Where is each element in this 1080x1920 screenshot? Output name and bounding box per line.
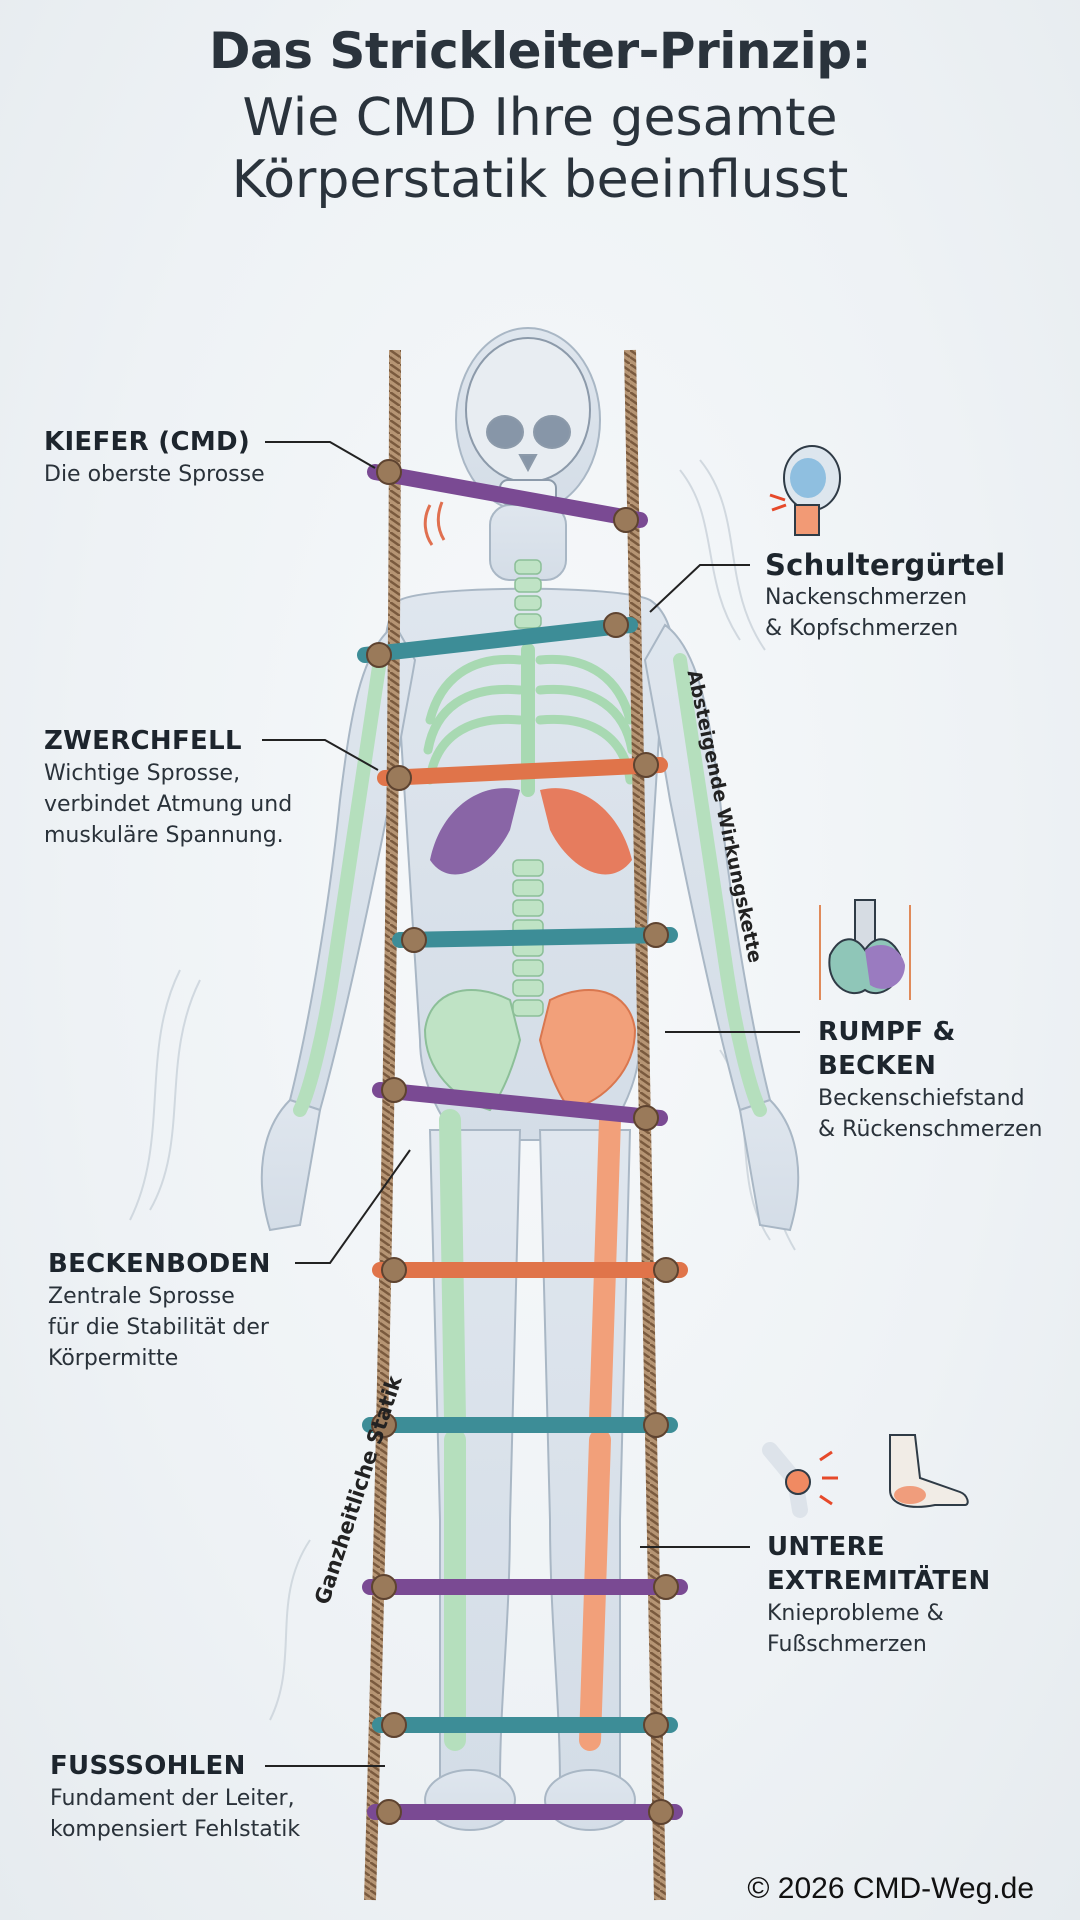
rope-knot-5-left xyxy=(381,1077,407,1103)
zwerchfell-description: Wichtige Sprosse, verbindet Atmung und m… xyxy=(44,761,293,848)
rope-knot-7-left xyxy=(371,1412,397,1438)
rope-knot-8-left xyxy=(371,1574,397,1600)
pelvis-spine-icon xyxy=(819,899,911,1000)
rope-knot-5-right xyxy=(633,1105,659,1131)
rope-knot-6-right xyxy=(653,1257,679,1283)
rope-knot-4-left xyxy=(401,927,427,953)
ladder-rung-5 xyxy=(372,1082,668,1126)
fusssohlen-heading: FUSSSOHLEN xyxy=(50,1751,246,1781)
beckenboden-heading: BECKENBODEN xyxy=(48,1249,271,1279)
title-line-3: Körperstatik beeinflusst xyxy=(231,150,849,210)
extremitaeten-description: Knieprobleme & Fußschmerzen xyxy=(767,1601,944,1657)
rumpf-description: Beckenschiefstand & Rückenschmerzen xyxy=(818,1086,1043,1142)
rope-knot-3-right xyxy=(633,752,659,778)
ladder-rungs xyxy=(357,459,688,1825)
skull xyxy=(465,337,591,505)
rope-knot-7-right xyxy=(643,1412,669,1438)
diaphragm-right xyxy=(540,788,632,875)
rope-knot-2-right xyxy=(603,612,629,638)
foot-pain-icon xyxy=(889,1434,969,1508)
title-line-1: Das Strickleiter-Prinzip: xyxy=(209,22,872,80)
fusssohlen-description: Fundament der Leiter, kompensiert Fehlst… xyxy=(50,1786,301,1842)
rope-knot-10-left xyxy=(376,1799,402,1825)
rope-knot-1-left xyxy=(376,459,402,485)
rumpf-heading: RUMPF & BECKEN xyxy=(818,1017,956,1081)
rope-knot-8-right xyxy=(653,1574,679,1600)
extremitaeten-heading: UNTERE EXTREMITÄTEN xyxy=(767,1532,991,1596)
label-fusssohlen: FUSSSOHLEN Fundament der Leiter, kompens… xyxy=(50,1749,300,1845)
rope-knot-9-right xyxy=(643,1712,669,1738)
label-untere-extremitaeten: UNTERE EXTREMITÄTEN Knieprobleme & Fußsc… xyxy=(767,1530,991,1660)
ladder-rung-1 xyxy=(367,464,648,528)
ladder-rung-4 xyxy=(392,927,678,948)
pelvis-left xyxy=(423,989,522,1112)
rope-knot-10-right xyxy=(648,1799,674,1825)
title-line-2: Wie CMD Ihre gesamte xyxy=(242,88,838,148)
pelvis-right xyxy=(538,989,637,1112)
copyright: © 2026 CMD-Weg.de xyxy=(747,1872,1034,1905)
rope-knot-4-right xyxy=(643,922,669,948)
rope-knot-2-left xyxy=(366,642,392,668)
body-silhouette xyxy=(260,327,800,1831)
schulter-description: Nackenschmerzen & Kopfschmerzen xyxy=(765,585,968,641)
beckenboden-description: Zentrale Sprosse für die Stabilität der … xyxy=(48,1284,269,1371)
rope-knot-9-left xyxy=(381,1712,407,1738)
arm-bones xyxy=(293,653,767,1117)
rope-knot-3-left xyxy=(386,765,412,791)
rope-knot-6-left xyxy=(381,1257,407,1283)
head-neck-pain-icon xyxy=(769,445,841,536)
label-schultergurtel: Schultergürtel Nackenschmerzen & Kopfsch… xyxy=(765,548,1006,644)
schulter-heading: Schultergürtel xyxy=(765,548,1006,582)
connector-lines xyxy=(262,441,800,1767)
kiefer-heading: KIEFER (CMD) xyxy=(44,427,251,457)
rope-knot-1-right xyxy=(613,507,639,533)
label-kiefer: KIEFER (CMD) Die oberste Sprosse xyxy=(44,425,265,490)
kiefer-description: Die oberste Sprosse xyxy=(44,462,265,487)
label-beckenboden: BECKENBODEN Zentrale Sprosse für die Sta… xyxy=(48,1247,271,1374)
diaphragm-left xyxy=(430,788,520,875)
ladder-rung-2 xyxy=(357,617,638,663)
jaw-pain-marks xyxy=(423,501,446,546)
ladder-rung-3 xyxy=(377,757,668,786)
label-zwerchfell: ZWERCHFELL Wichtige Sprosse, verbindet A… xyxy=(44,724,292,851)
label-rumpf-becken: RUMPF & BECKEN Beckenschiefstand & Rücke… xyxy=(818,1015,1042,1145)
knee-pain-icon xyxy=(762,1442,838,1518)
zwerchfell-heading: ZWERCHFELL xyxy=(44,726,242,756)
